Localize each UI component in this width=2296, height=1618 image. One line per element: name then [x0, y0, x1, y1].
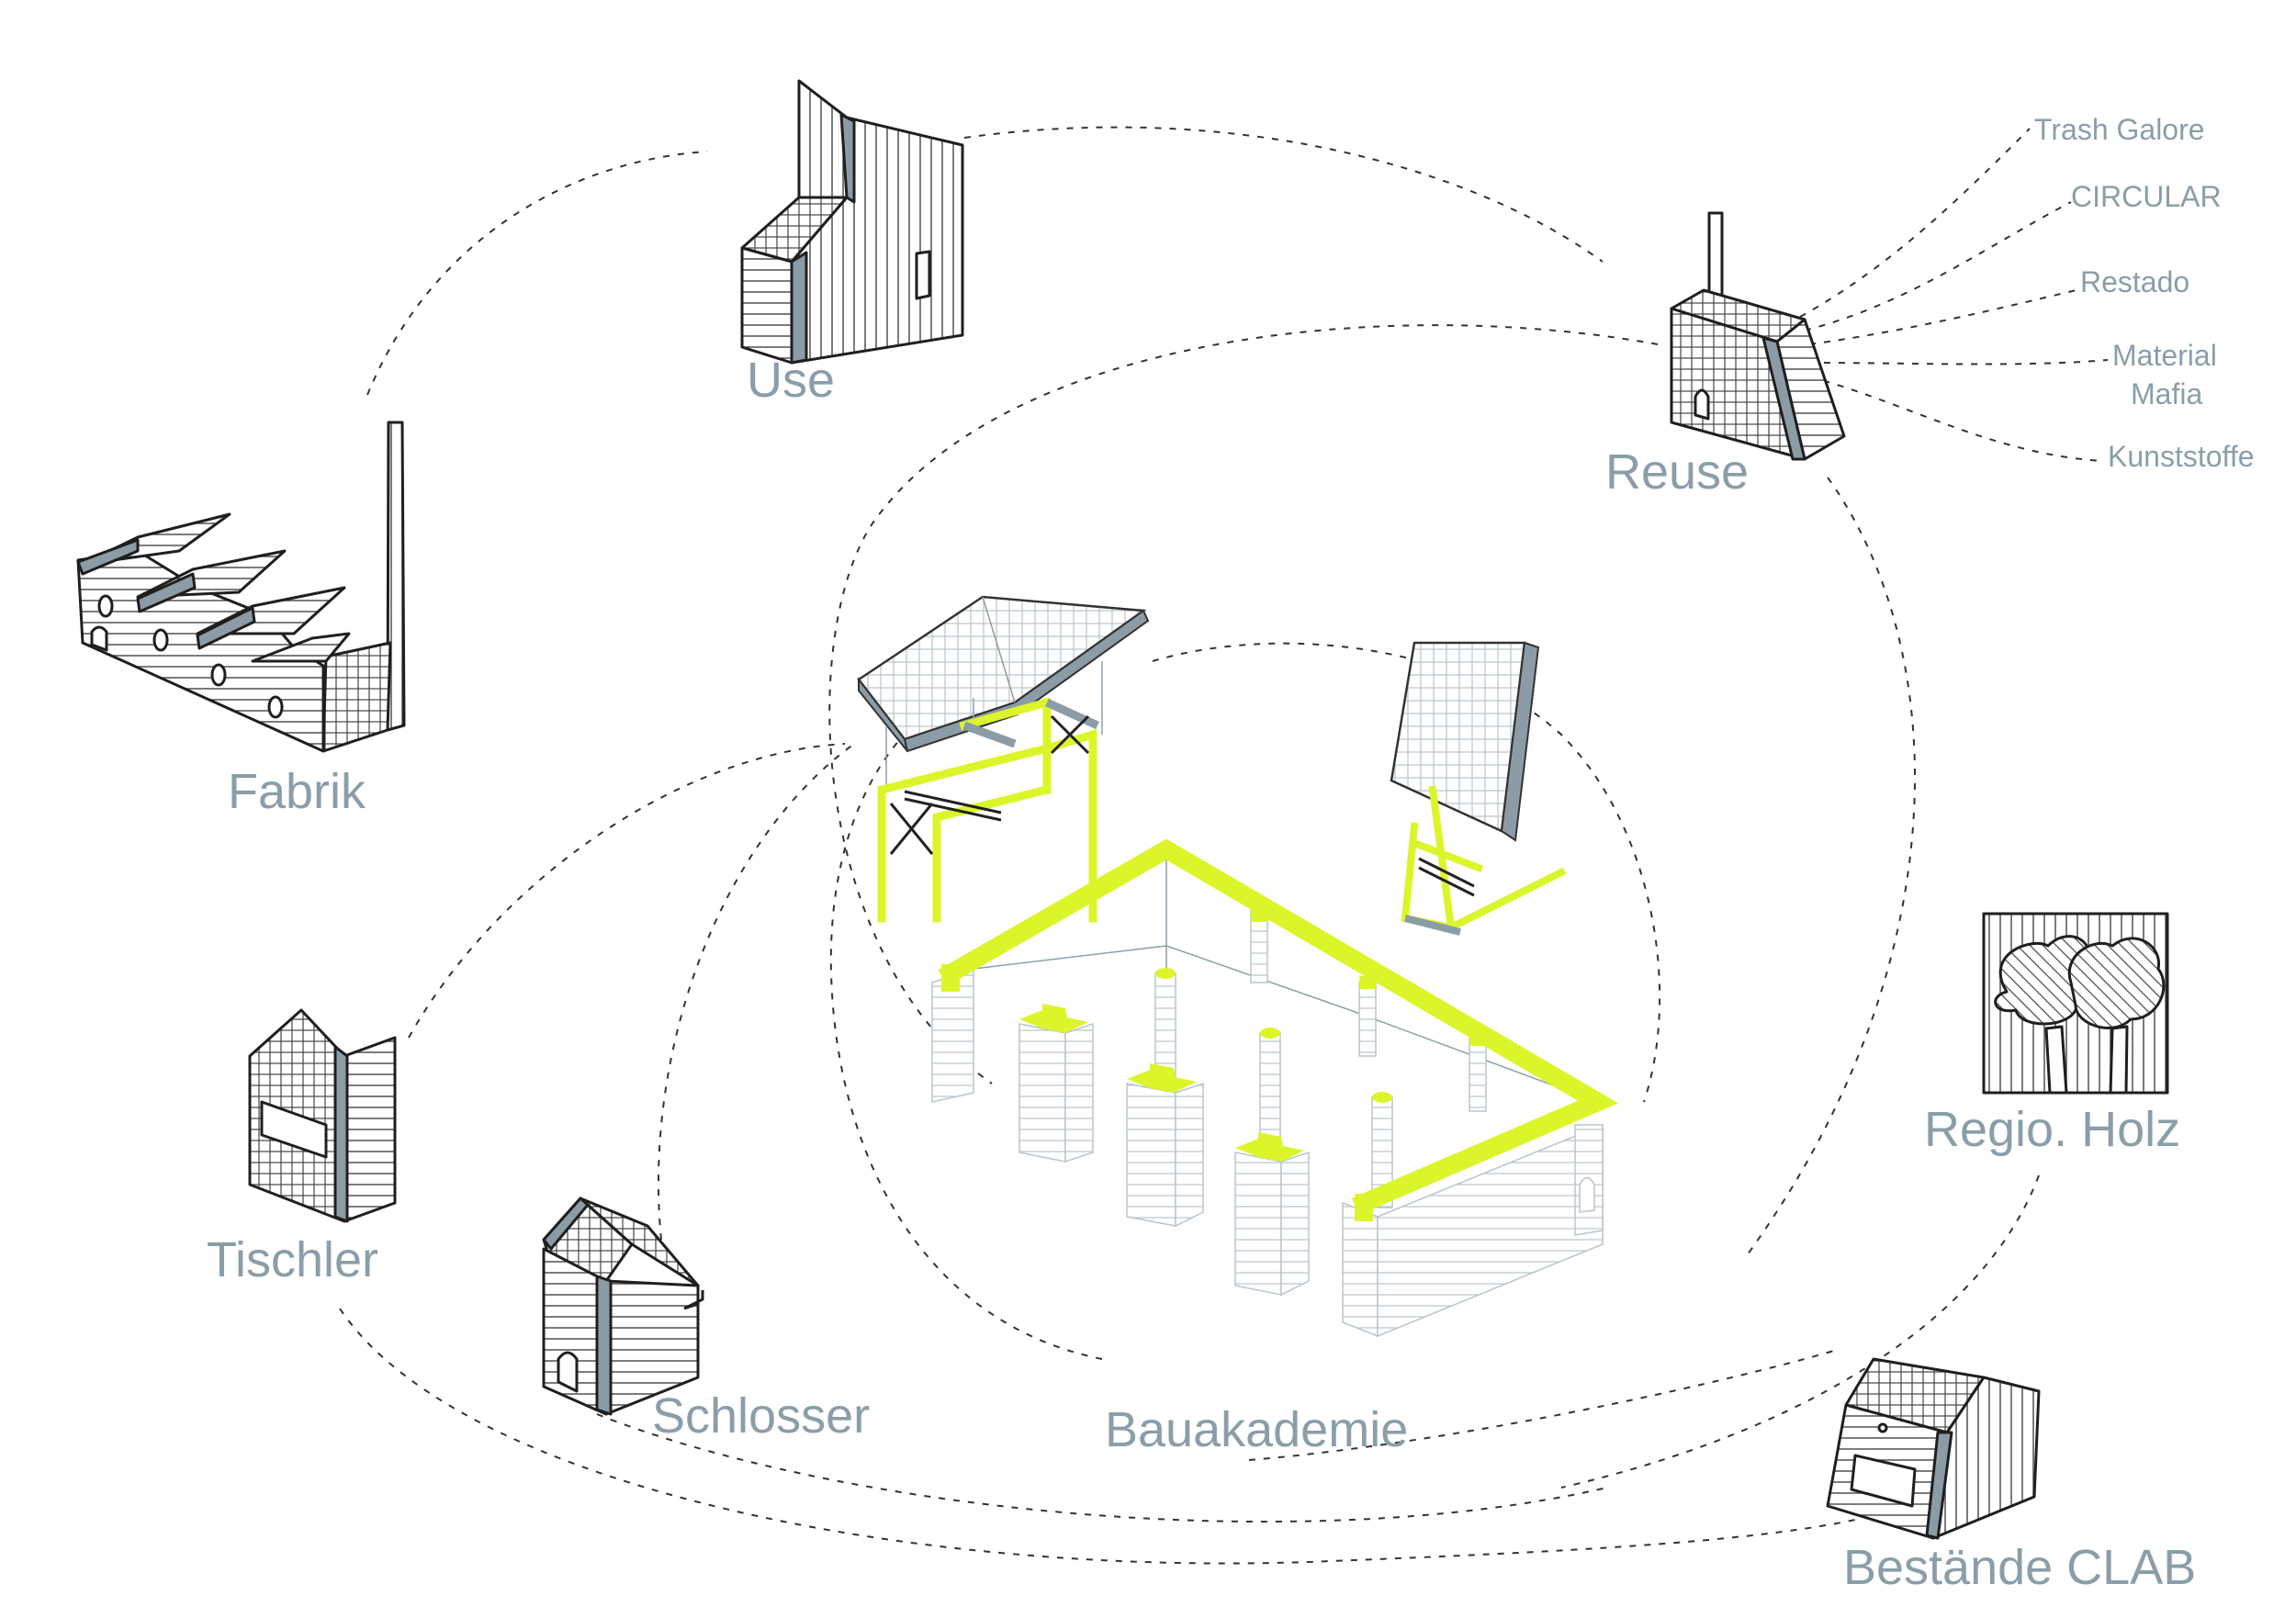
source-kunststoffe: Kunststoffe	[2108, 440, 2255, 473]
connection-lines	[339, 126, 2109, 1565]
label-reuse: Reuse	[1605, 444, 1749, 500]
label-fabrik: Fabrik	[228, 764, 366, 819]
arc-reuse-right	[1744, 477, 1916, 1259]
line-material-mafia	[1808, 359, 2109, 365]
label-schlosser: Schlosser	[652, 1388, 870, 1444]
schlosser-building-icon	[542, 1197, 704, 1416]
bauakademie-floorplan	[931, 838, 1619, 1338]
arc-inner-top	[1152, 642, 1661, 1103]
source-mafia: Mafia	[2131, 377, 2202, 410]
reuse-sources-list: Trash Galore CIRCULAR Restado Material M…	[2034, 113, 2255, 473]
tischler-building-icon	[248, 1008, 397, 1223]
label-tischler: Tischler	[207, 1232, 378, 1287]
label-bauakademie: Bauakademie	[1105, 1402, 1408, 1457]
arc-reuse-inner	[828, 324, 1659, 1084]
arc-center-clab	[1248, 1349, 1838, 1461]
reuse-building-icon	[1670, 211, 1846, 461]
arc-regio-clab	[1560, 1174, 2040, 1489]
label-bestaende-clab: Bestände CLAB	[1843, 1540, 2196, 1595]
source-circular: CIRCULAR	[2071, 180, 2222, 213]
use-building-icon	[740, 79, 964, 365]
line-circular	[1804, 201, 2072, 331]
arc-use-reuse	[963, 126, 1604, 263]
label-use: Use	[747, 353, 835, 408]
reused-panel-frame	[1390, 641, 1567, 936]
node-labels: Use Reuse Fabrik Tischler Schlosser Baua…	[207, 353, 2196, 1595]
arc-fabrik-use	[366, 151, 708, 396]
source-restado: Restado	[2080, 265, 2189, 298]
reused-roof-frame	[857, 595, 1150, 923]
regio-holz-icon	[1982, 912, 2169, 1095]
line-kunststoffe	[1808, 376, 2104, 462]
bestaende-clab-icon	[1826, 1357, 2041, 1540]
source-trash-galore: Trash Galore	[2034, 113, 2205, 146]
label-regio-holz: Regio. Holz	[1924, 1102, 2180, 1157]
arc-bottom-long	[339, 1308, 1856, 1565]
arc-schlosser-clab	[596, 1413, 1608, 1523]
arc-schlosser-table	[658, 743, 855, 1241]
arc-fabrik-tischler	[408, 743, 846, 1039]
source-material: Material	[2112, 339, 2217, 372]
fabrik-building-icon	[76, 421, 406, 753]
